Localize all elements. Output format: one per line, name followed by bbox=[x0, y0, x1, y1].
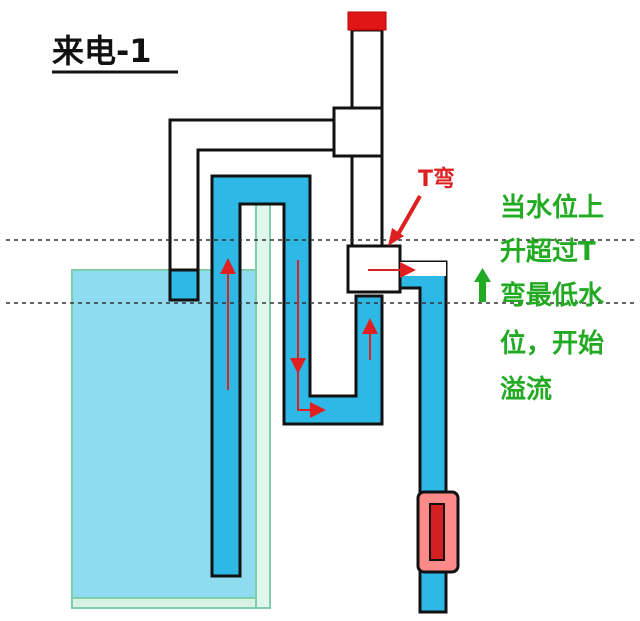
diagram-title: 来电-1 bbox=[52, 32, 152, 70]
t-pointer-head bbox=[388, 228, 404, 246]
flow-arrow-turn bbox=[297, 370, 326, 418]
t-pointer-shaft bbox=[394, 195, 422, 239]
upper-t-fitting bbox=[332, 106, 384, 158]
valve-handle bbox=[429, 503, 445, 561]
pipe-cap bbox=[347, 11, 387, 31]
note-line-2: 升超过T bbox=[500, 237, 596, 267]
air-tube-water bbox=[168, 268, 200, 302]
tank-bottom bbox=[71, 597, 269, 609]
rise-arrow-shaft bbox=[479, 280, 486, 302]
note-line-3: 弯最低水 bbox=[500, 280, 605, 311]
overflow-note: 当水位上 升超过T 弯最低水 位，开始 溢流 bbox=[500, 192, 605, 405]
overflow-wall bbox=[255, 203, 271, 609]
note-line-4: 位，开始 bbox=[500, 328, 604, 359]
note-line-1: 当水位上 bbox=[500, 192, 604, 223]
t-bend-label: T弯 bbox=[418, 166, 455, 192]
rise-arrow-head bbox=[474, 268, 491, 282]
note-line-5: 溢流 bbox=[500, 375, 552, 405]
